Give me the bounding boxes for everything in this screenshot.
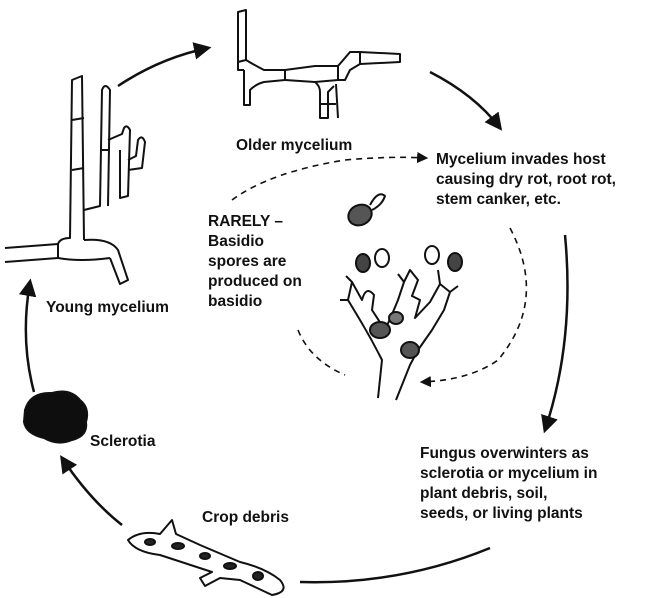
dashed-arrow-to-invades — [232, 157, 426, 200]
arrow-overwinters-to-debris — [300, 548, 490, 582]
overwinters-line-1: Fungus overwinters as — [420, 444, 597, 464]
overwinters-line-3: plant debris, soil, — [420, 484, 597, 504]
arrow-invades-to-overwinters — [545, 235, 568, 430]
mycelium-invades-line-3: stem canker, etc. — [436, 190, 616, 210]
young-mycelium-label: Young mycelium — [46, 298, 169, 318]
mycelium-invades-line-2: causing dry rot, root rot, — [436, 170, 616, 190]
arrow-sclerotia-to-young — [26, 282, 34, 392]
mycelium-invades-line-1: Mycelium invades host — [436, 150, 616, 170]
basidia-drawing — [340, 194, 462, 400]
sclerotium-drawing — [24, 392, 87, 443]
rarely-basidiospores-label: RARELY – Basidio spores are produced on … — [208, 212, 302, 312]
rarely-line-4: produced on — [208, 272, 302, 292]
older-mycelium-label: Older mycelium — [236, 136, 352, 156]
young-mycelium-drawing — [5, 76, 145, 284]
rarely-line-1: RARELY – — [208, 212, 302, 232]
mycelium-invades-label: Mycelium invades host causing dry rot, r… — [436, 150, 616, 210]
dashed-curve-left — [298, 330, 345, 375]
rarely-line-2: Basidio — [208, 232, 302, 252]
rarely-line-5: basidio — [208, 292, 302, 312]
older-mycelium-drawing — [238, 10, 400, 118]
overwinters-line-4: seeds, or living plants — [420, 504, 597, 524]
arrow-debris-to-sclerotia — [62, 458, 122, 525]
crop-debris-label: Crop debris — [202, 508, 289, 528]
arrow-young-to-older — [118, 48, 208, 86]
sclerotia-label: Sclerotia — [90, 432, 155, 452]
overwinters-label: Fungus overwinters as sclerotia or mycel… — [420, 444, 597, 524]
crop-debris-drawing — [128, 520, 284, 595]
overwinters-line-2: sclerotia or mycelium in — [420, 464, 597, 484]
rarely-line-3: spores are — [208, 252, 302, 272]
arrow-older-to-invades — [430, 72, 500, 128]
